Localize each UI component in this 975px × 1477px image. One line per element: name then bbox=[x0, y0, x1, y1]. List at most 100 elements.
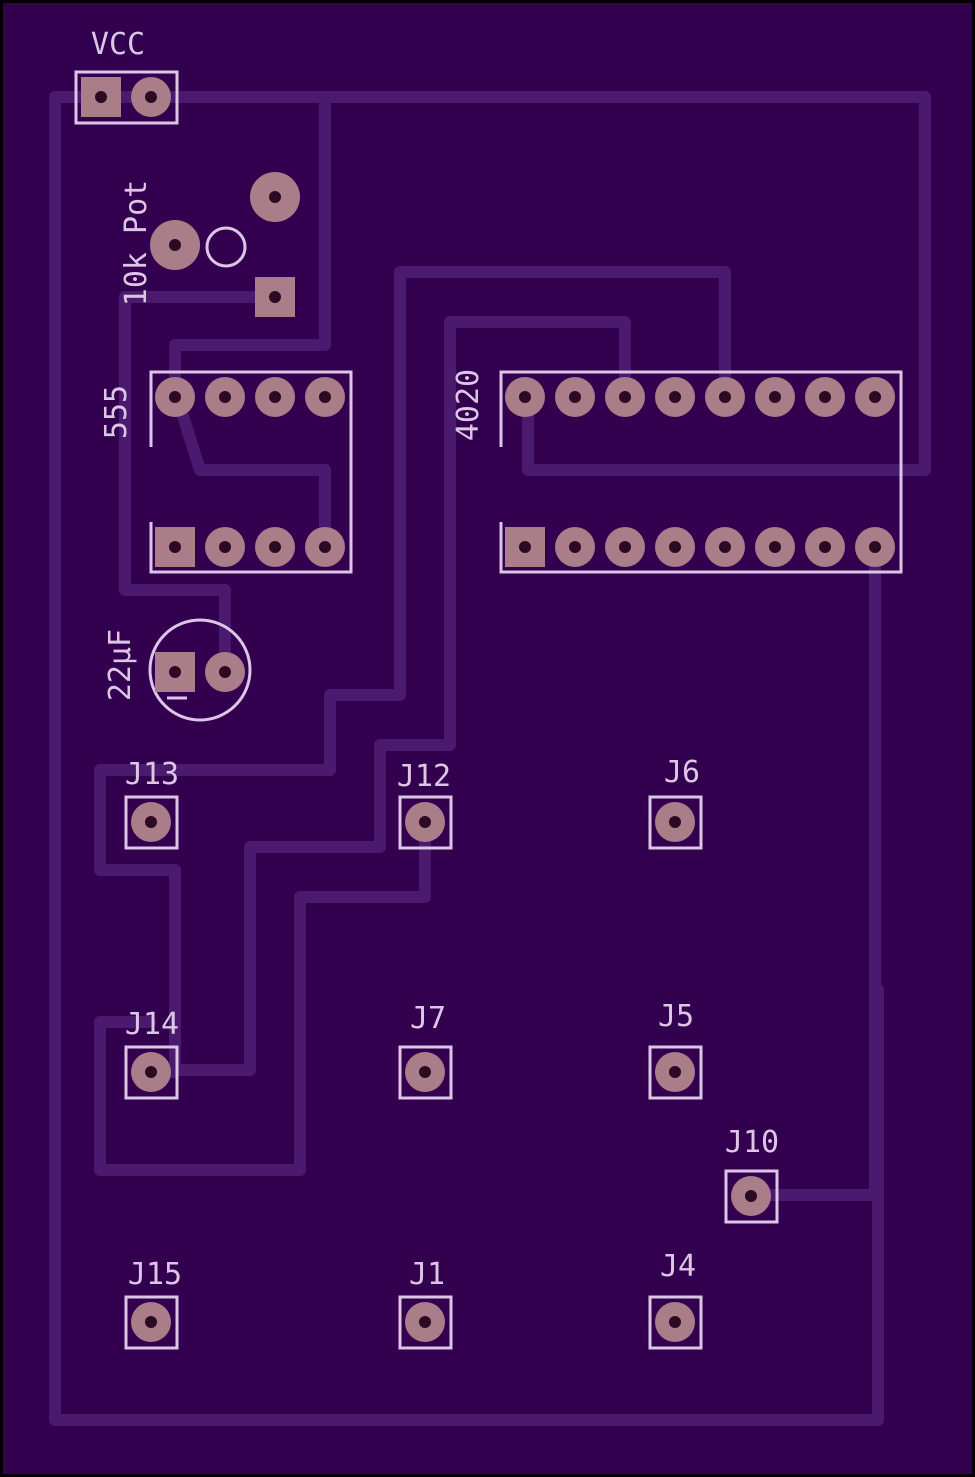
label-layer: VCC 10k Pot 555 4020 22µF J13 J12 J6 J14… bbox=[91, 27, 779, 1292]
ic-4020-pad-bottom-3 bbox=[605, 527, 645, 567]
ic-4020-pad-bottom-2 bbox=[555, 527, 595, 567]
ic-4020-pad-top-5 bbox=[705, 377, 745, 417]
ic-4020-pad-bottom-7 bbox=[805, 527, 845, 567]
j6-label: J6 bbox=[664, 755, 700, 790]
trace-counter-q1 bbox=[94, 266, 731, 1078]
j4-outline bbox=[648, 1295, 703, 1350]
ic-555-pad-top-3-drill-hole bbox=[269, 391, 281, 403]
ic-4020-pad-bottom-8-drill-hole bbox=[869, 541, 881, 553]
ic-555-pad-top-3 bbox=[255, 377, 295, 417]
ic-555-pad-top-1 bbox=[155, 377, 195, 417]
j13-pad-drill-hole bbox=[145, 816, 157, 828]
pot-knob-outline bbox=[205, 226, 247, 268]
j14-pad bbox=[131, 1052, 171, 1092]
ic-4020-pad-bottom-5 bbox=[705, 527, 745, 567]
j4-pad-drill-hole bbox=[669, 1316, 681, 1328]
j15-pad-drill-hole bbox=[145, 1316, 157, 1328]
j1-pad bbox=[405, 1302, 445, 1342]
pad-layer bbox=[81, 77, 895, 1342]
capacitor-outline bbox=[148, 618, 252, 722]
ic-555-pad-bottom-4 bbox=[305, 527, 345, 567]
pot-pad-3 bbox=[255, 277, 295, 317]
vcc-pad-2-drill-hole bbox=[145, 91, 157, 103]
ic-4020-pad-top-1-drill-hole bbox=[519, 391, 531, 403]
pot-pad-2-drill-hole bbox=[169, 239, 181, 251]
j15-outline bbox=[124, 1295, 179, 1350]
ic-4020-pad-bottom-8 bbox=[855, 527, 895, 567]
ic-4020-pad-bottom-4-drill-hole bbox=[669, 541, 681, 553]
vcc-pad-1 bbox=[81, 77, 121, 117]
j7-outline bbox=[398, 1045, 453, 1100]
ic-555-pad-top-2 bbox=[205, 377, 245, 417]
j6-outline bbox=[648, 795, 703, 850]
j13-label: J13 bbox=[125, 757, 179, 792]
ic-4020-pad-top-6 bbox=[755, 377, 795, 417]
ic-4020-pad-top-2 bbox=[555, 377, 595, 417]
pot-label: 10k Pot bbox=[119, 180, 154, 306]
pot-pad-3-drill-hole bbox=[269, 291, 281, 303]
ic-555-pad-top-1-drill-hole bbox=[169, 391, 181, 403]
j6-pad bbox=[655, 802, 695, 842]
j5-pad bbox=[655, 1052, 695, 1092]
ic-555-label: 555 bbox=[99, 385, 134, 439]
ic-4020-pad-top-6-drill-hole bbox=[769, 391, 781, 403]
j14-outline bbox=[124, 1045, 179, 1100]
ic-555-pad-bottom-2-drill-hole bbox=[219, 541, 231, 553]
trace-counter-q2 bbox=[144, 316, 631, 1076]
trace-555-internal bbox=[171, 391, 331, 553]
j12-pad-drill-hole bbox=[419, 816, 431, 828]
ic-4020-pad-top-7 bbox=[805, 377, 845, 417]
j7-pad bbox=[405, 1052, 445, 1092]
j10-pad-drill-hole bbox=[745, 1190, 757, 1202]
j5-label: J5 bbox=[658, 999, 694, 1034]
capacitor-pad-1 bbox=[155, 652, 195, 692]
ic-4020-outline bbox=[499, 370, 903, 574]
j15-label: J15 bbox=[128, 1257, 182, 1292]
ic-4020-pad-top-4-drill-hole bbox=[669, 391, 681, 403]
j4-pad bbox=[655, 1302, 695, 1342]
ic-4020-pad-top-3 bbox=[605, 377, 645, 417]
silkscreen-layer bbox=[74, 70, 903, 1350]
capacitor-pad-2-drill-hole bbox=[219, 666, 231, 678]
pot-pad-2 bbox=[150, 220, 200, 270]
j12-pad bbox=[405, 802, 445, 842]
j12-outline bbox=[398, 795, 453, 850]
pot-pad-1 bbox=[250, 172, 300, 222]
j13-outline bbox=[124, 795, 179, 850]
ic-4020-pad-bottom-2-drill-hole bbox=[569, 541, 581, 553]
ic-4020-pad-bottom-5-drill-hole bbox=[719, 541, 731, 553]
trace-counter-q3 bbox=[94, 816, 431, 1176]
ic-4020-pad-bottom-7-drill-hole bbox=[819, 541, 831, 553]
j14-pad-drill-hole bbox=[145, 1066, 157, 1078]
vcc-pad-2 bbox=[131, 77, 171, 117]
ic-4020-label: 4020 bbox=[451, 369, 486, 441]
ic-4020-pad-top-5-drill-hole bbox=[719, 391, 731, 403]
j5-outline bbox=[648, 1045, 703, 1100]
j15-pad bbox=[131, 1302, 171, 1342]
ic-4020-pad-top-1 bbox=[505, 377, 545, 417]
j1-outline bbox=[398, 1295, 453, 1350]
capacitor-pad-2 bbox=[205, 652, 245, 692]
ic-4020-pad-top-8 bbox=[855, 377, 895, 417]
capacitor-pad-1-drill-hole bbox=[169, 666, 181, 678]
j7-label: J7 bbox=[410, 1001, 446, 1036]
j13-pad bbox=[131, 802, 171, 842]
ic-555-pad-bottom-3-drill-hole bbox=[269, 541, 281, 553]
ic-4020-pad-top-3-drill-hole bbox=[619, 391, 631, 403]
j1-pad-drill-hole bbox=[419, 1316, 431, 1328]
ic-4020-pad-bottom-6-drill-hole bbox=[769, 541, 781, 553]
trace-vcc-rail bbox=[144, 91, 931, 476]
vcc-header-outline bbox=[74, 70, 179, 125]
ic-4020-pad-bottom-1 bbox=[505, 527, 545, 567]
ic-4020-pad-bottom-1-drill-hole bbox=[519, 541, 531, 553]
ic-4020-pad-bottom-3-drill-hole bbox=[619, 541, 631, 553]
j12-label: J12 bbox=[397, 759, 451, 794]
vcc-pad-1-drill-hole bbox=[95, 91, 107, 103]
j10-pad bbox=[731, 1176, 771, 1216]
j4-label: J4 bbox=[660, 1249, 696, 1284]
j14-label: J14 bbox=[125, 1007, 179, 1042]
trace-counter-reset bbox=[744, 541, 881, 1201]
ic-4020-pad-bottom-6 bbox=[755, 527, 795, 567]
j5-pad-drill-hole bbox=[669, 1066, 681, 1078]
